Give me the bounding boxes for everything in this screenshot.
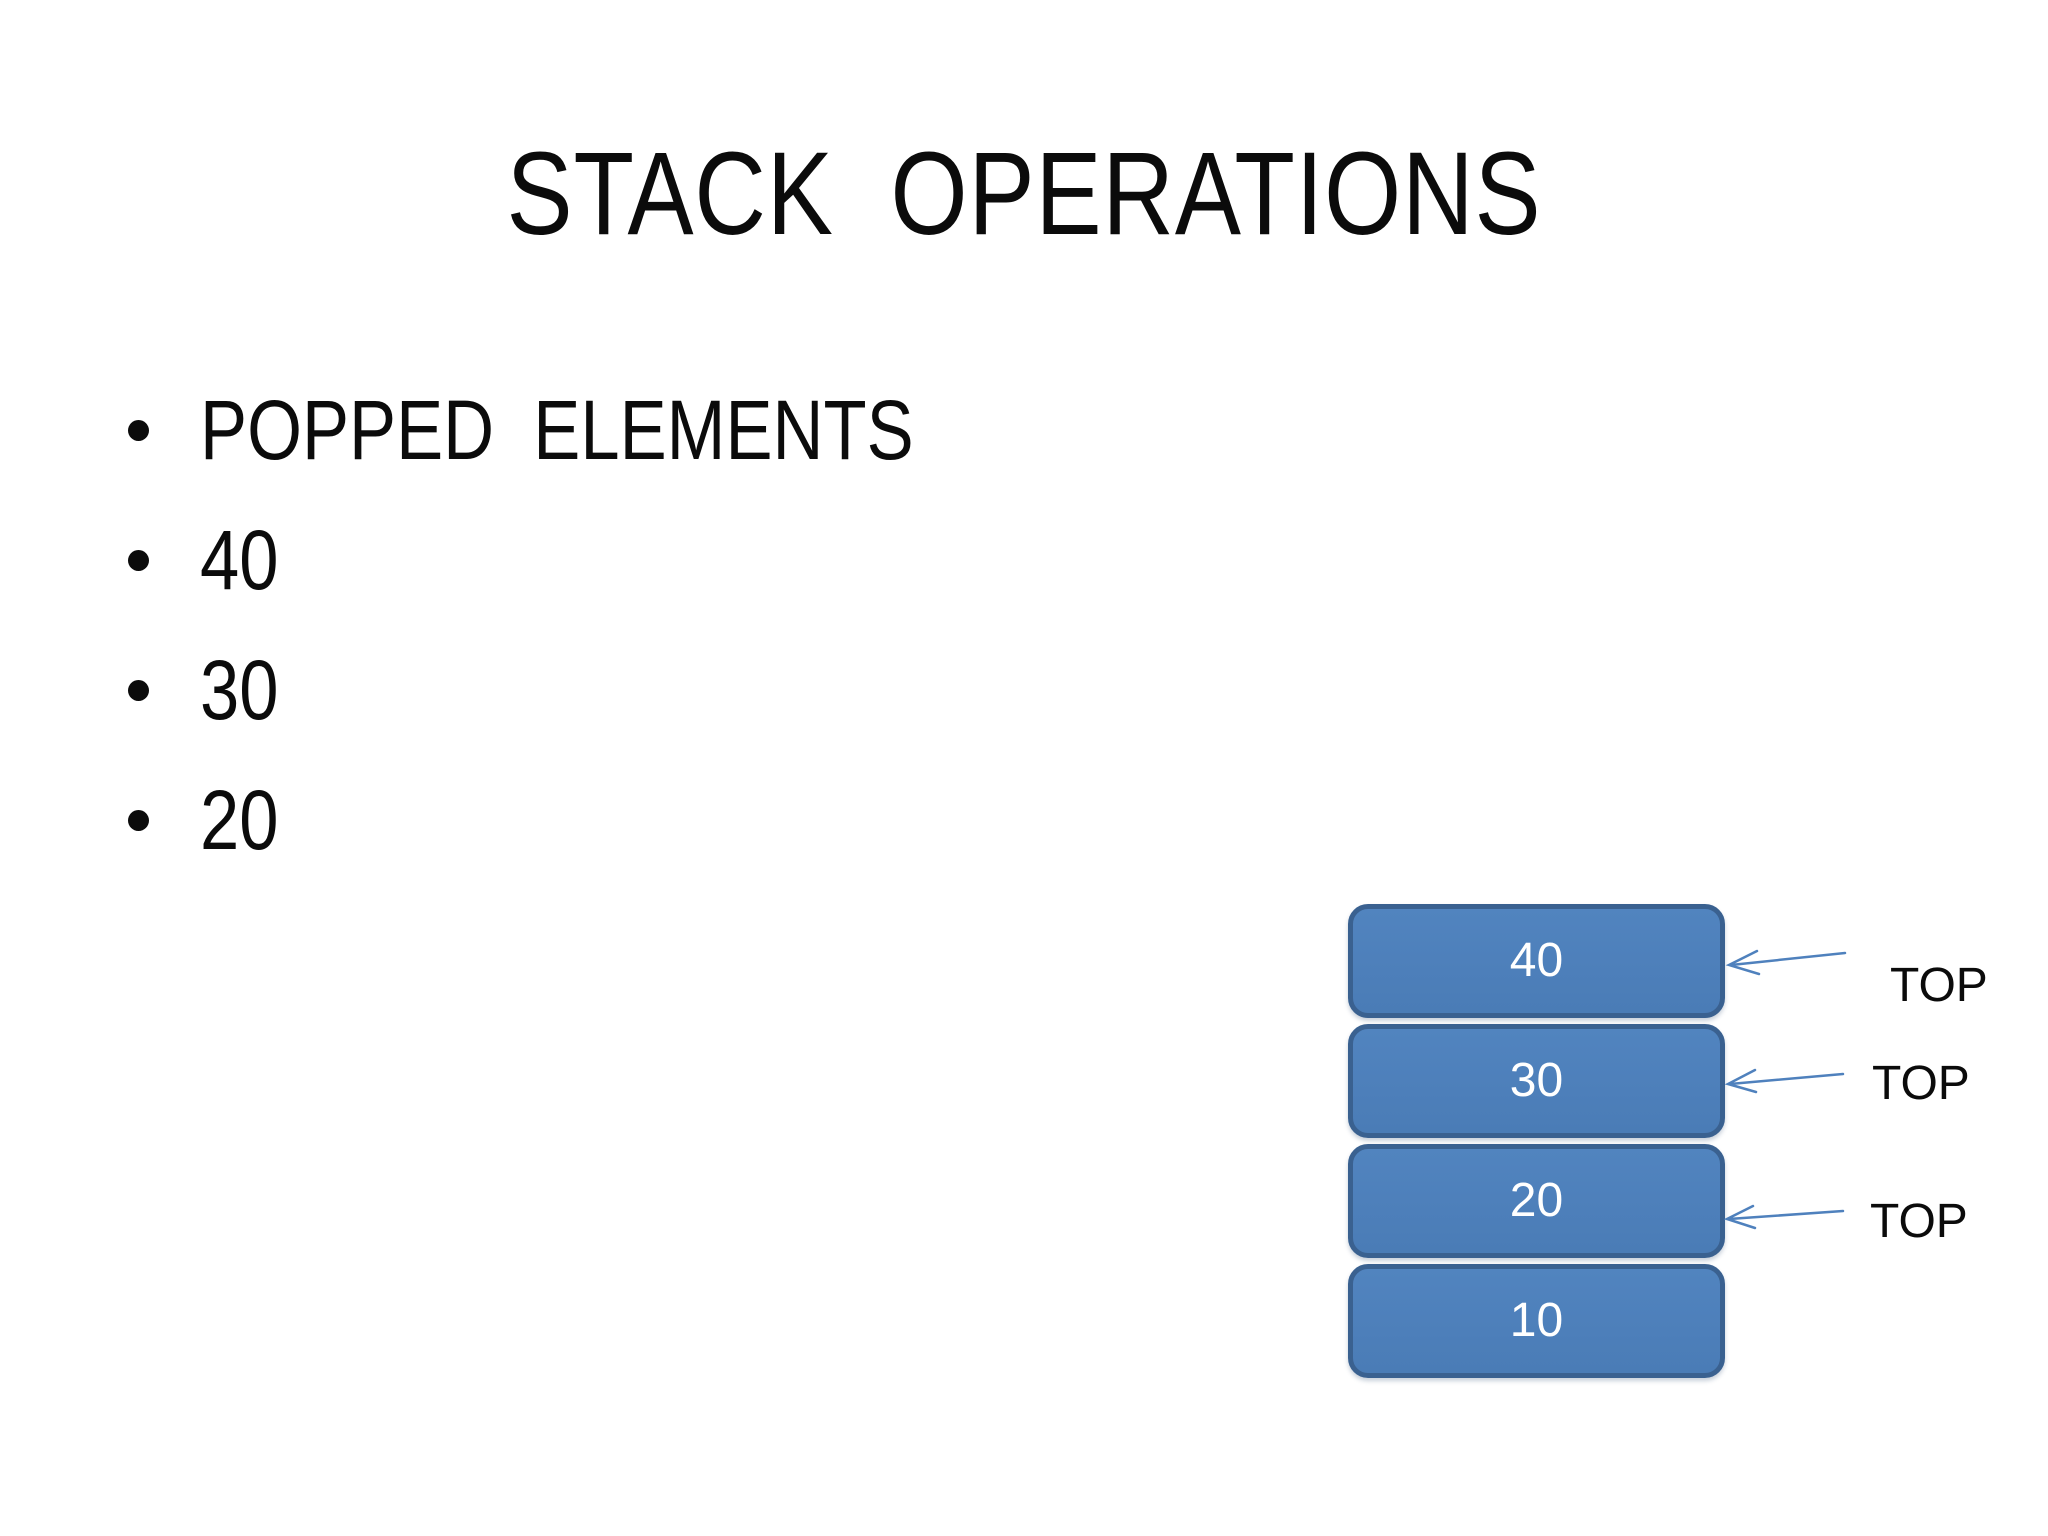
- stack-block-value: 10: [1509, 1294, 1564, 1347]
- stack-block-value: 20: [1509, 1174, 1564, 1227]
- top-arrow-3: [1723, 1204, 1845, 1230]
- bullet-item: POPPED ELEMENTS: [128, 365, 1050, 495]
- top-label-3: TOP: [1870, 1195, 1968, 1248]
- slide-title: STACK OPERATIONS: [506, 128, 1542, 260]
- stack-block-value: 40: [1509, 934, 1564, 987]
- bullet-item: 20: [128, 755, 1050, 885]
- stack-block-30: 30: [1348, 1024, 1725, 1138]
- bullet-item: 30: [128, 625, 1050, 755]
- top-arrow-2: [1724, 1068, 1845, 1094]
- stack-block-value: 30: [1509, 1054, 1564, 1107]
- bullet-item: 40: [128, 495, 1050, 625]
- bullet-text: 40: [200, 513, 279, 607]
- bullet-text: 30: [200, 643, 279, 737]
- bullet-dot-icon: [128, 419, 149, 441]
- bullet-text: 20: [200, 773, 279, 867]
- top-label-2: TOP: [1872, 1057, 1970, 1110]
- top-label-1: TOP: [1890, 959, 1988, 1012]
- bullet-dot-icon: [128, 679, 149, 701]
- bullet-text: POPPED ELEMENTS: [200, 383, 914, 477]
- stack-block-20: 20: [1348, 1144, 1725, 1258]
- top-arrow-1: [1725, 949, 1847, 976]
- bullet-list: POPPED ELEMENTS 40 30 20: [128, 365, 1050, 885]
- bullet-dot-icon: [128, 549, 149, 571]
- stack-block-40: 40: [1348, 904, 1725, 1018]
- bullet-dot-icon: [128, 809, 149, 831]
- stack-block-10: 10: [1348, 1264, 1725, 1378]
